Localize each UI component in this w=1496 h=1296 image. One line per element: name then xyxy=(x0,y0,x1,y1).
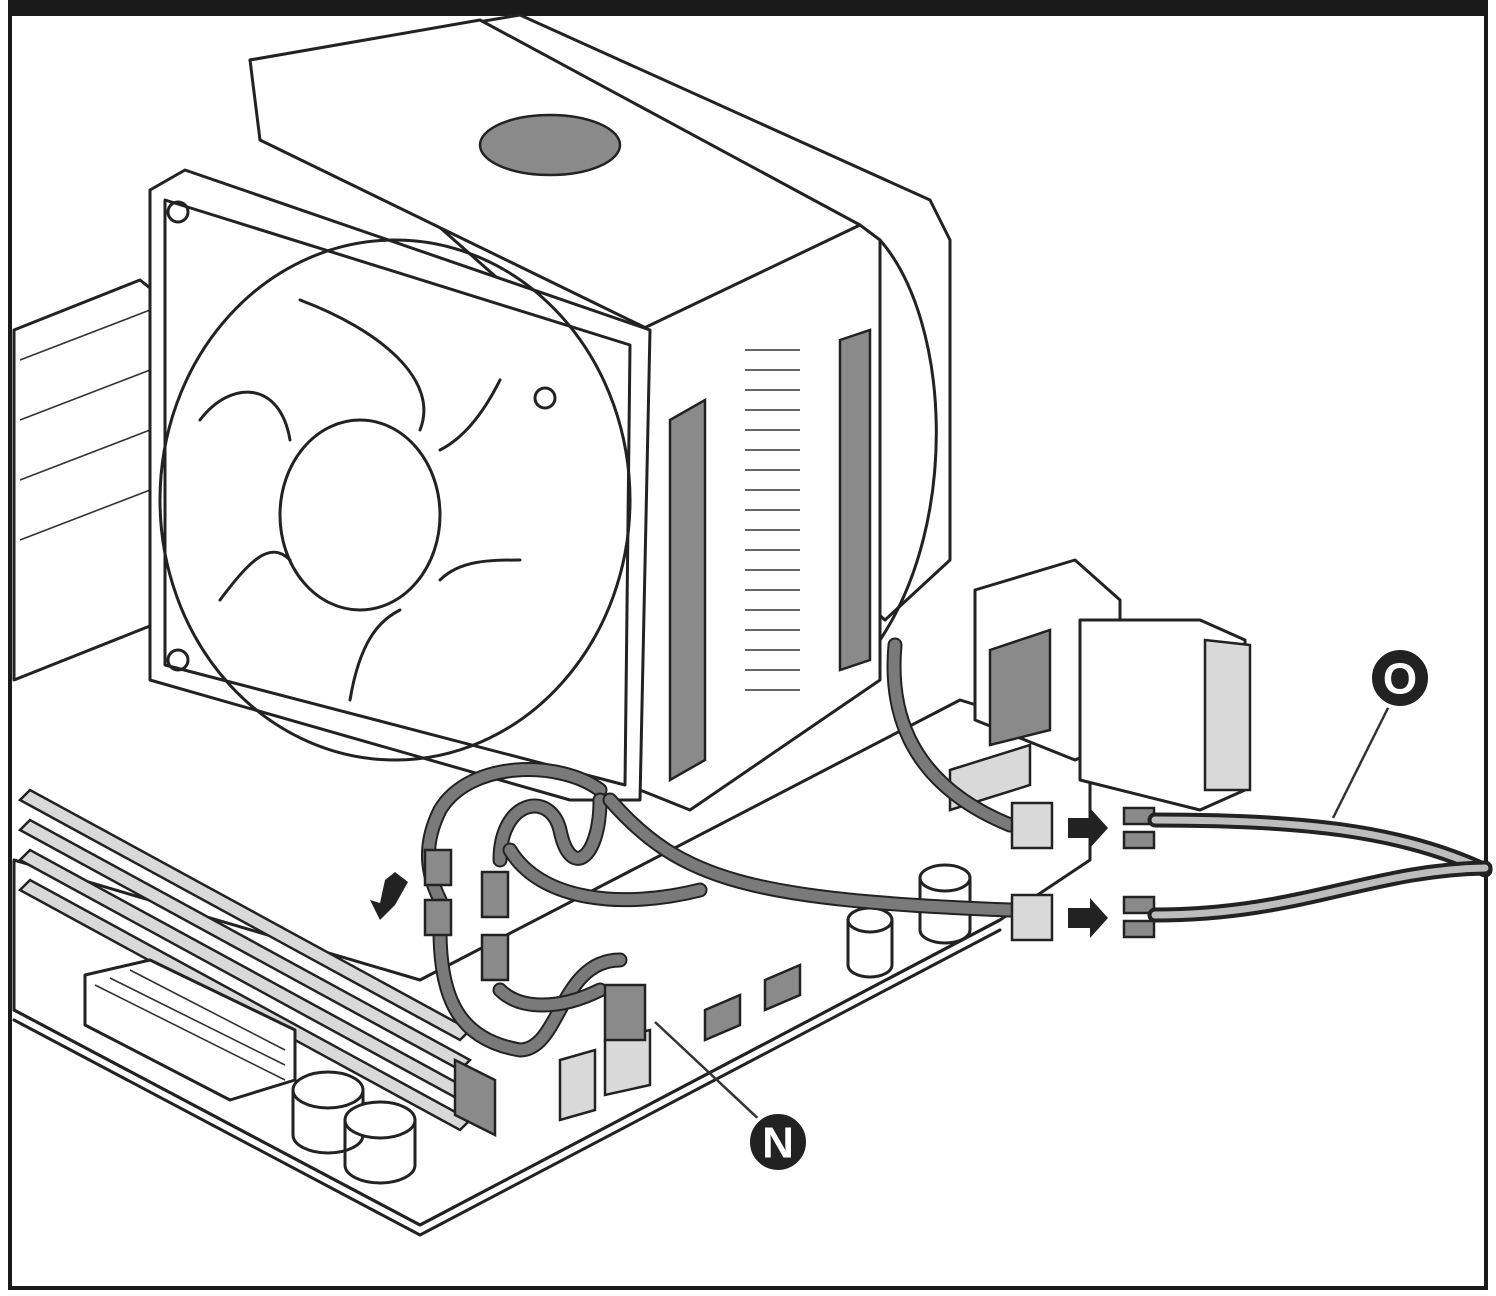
capacitors xyxy=(291,863,972,1185)
arrow-right-icon xyxy=(1068,808,1108,938)
expansion-slots xyxy=(12,278,167,682)
connectors xyxy=(423,801,1156,1042)
arrow-down-icon xyxy=(370,872,408,920)
header-bar xyxy=(8,0,1488,16)
fan-connector xyxy=(480,870,510,919)
fan-connector xyxy=(423,898,453,937)
callout-o-label: O xyxy=(1383,655,1417,704)
atx-power-connector xyxy=(83,958,297,1102)
callout-n-label: N xyxy=(762,1119,794,1168)
front-fan xyxy=(148,168,652,802)
brand-logo-icon xyxy=(478,113,622,177)
splitter-connector xyxy=(1010,893,1054,942)
cpu-cooler xyxy=(148,13,952,812)
callout-n: N xyxy=(746,1110,810,1174)
fan-connector xyxy=(423,848,453,887)
cpu-fan-header xyxy=(603,983,647,1042)
header-pins xyxy=(558,963,802,1122)
splitter-connector xyxy=(1010,801,1054,850)
splitter-cable xyxy=(1147,812,1493,923)
fan-connector xyxy=(480,933,510,982)
callout-leader-n xyxy=(654,1021,766,1126)
diagram-frame xyxy=(8,0,1488,1290)
callout-o: O xyxy=(1368,646,1432,710)
io-ports xyxy=(948,558,1252,812)
callout-leader-o xyxy=(1331,699,1394,819)
motherboard xyxy=(12,278,1252,1237)
